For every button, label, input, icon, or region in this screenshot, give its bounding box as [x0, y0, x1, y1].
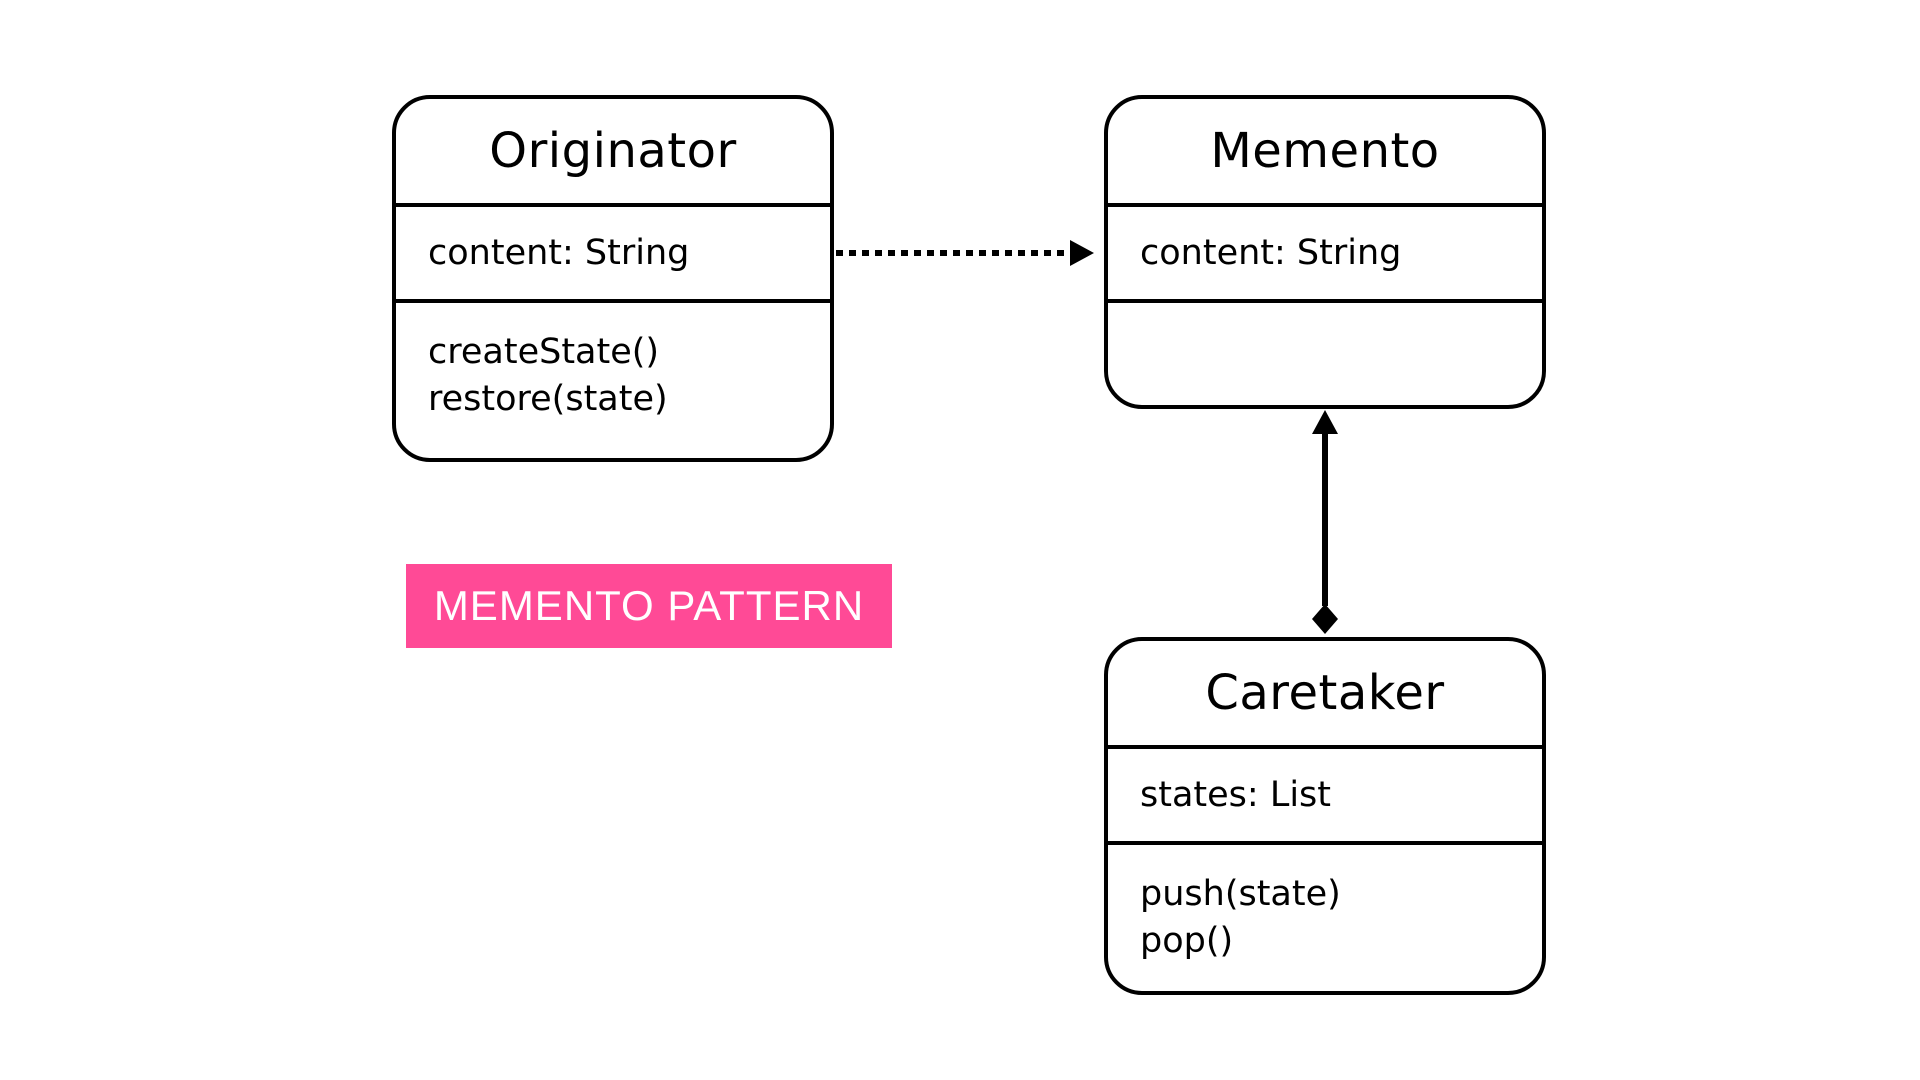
caretaker-methods: push(state) pop() — [1108, 845, 1542, 965]
caretaker-class: Caretaker states: List push(state) pop() — [1104, 637, 1546, 995]
memento-attribute-content: content: String — [1140, 233, 1402, 273]
memento-attributes: content: String — [1108, 207, 1542, 303]
originator-attribute-content: content: String — [428, 233, 690, 273]
caretaker-attributes: states: List — [1108, 749, 1542, 845]
pattern-title-text: MEMENTO PATTERN — [433, 582, 865, 629]
caretaker-memento-arrowhead — [1312, 410, 1338, 434]
memento-class-name: Memento — [1108, 99, 1542, 207]
memento-class: Memento content: String — [1104, 95, 1546, 409]
caretaker-attribute-states: states: List — [1140, 775, 1331, 815]
originator-attributes: content: String — [396, 207, 830, 303]
caretaker-method-push: push(state) — [1140, 874, 1341, 914]
originator-class-name: Originator — [396, 99, 830, 207]
caretaker-composition-diamond — [1312, 604, 1338, 634]
pattern-title-label: MEMENTO PATTERN — [406, 564, 892, 648]
caretaker-method-pop: pop() — [1140, 921, 1234, 961]
originator-methods: createState() restore(state) — [396, 303, 830, 423]
originator-memento-arrowhead — [1070, 240, 1094, 266]
originator-class: Originator content: String createState()… — [392, 95, 834, 462]
originator-method-create-state: createState() — [428, 332, 660, 372]
originator-method-restore: restore(state) — [428, 379, 668, 419]
caretaker-class-name: Caretaker — [1108, 641, 1542, 749]
